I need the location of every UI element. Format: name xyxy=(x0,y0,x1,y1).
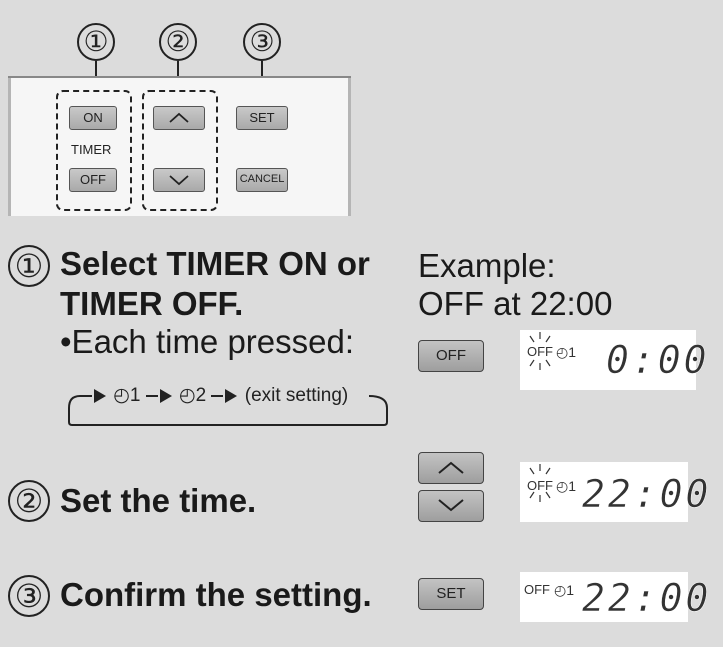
timer-group-highlight xyxy=(56,90,132,211)
cycle-timer-1: 1 xyxy=(129,385,141,406)
lcd-display-2: OFF ◴1 22:00 xyxy=(520,462,709,522)
remote-down-button[interactable] xyxy=(153,168,205,192)
clock-icon: ◴ xyxy=(113,385,130,406)
clock-icon: ◴ xyxy=(554,582,567,598)
callout-1: ① xyxy=(77,23,115,61)
clock-icon: ◴ xyxy=(556,344,569,360)
down-arrow-icon xyxy=(169,175,189,186)
lcd-timer-indicator: ◴1 xyxy=(556,344,577,360)
example-value: OFF at 22:00 xyxy=(418,285,613,322)
arrow-icon xyxy=(159,388,172,403)
step-1-title-line1: Select TIMER ON or xyxy=(60,245,370,282)
lcd-timer-indicator: ◴1 xyxy=(556,478,577,494)
step-1-bullet: •Each time pressed: xyxy=(60,323,355,360)
blink-icon xyxy=(529,332,551,370)
arrow-icon xyxy=(225,388,238,403)
cycle-sequence: ◴1 ◴2 (exit setting) xyxy=(80,384,348,407)
lcd-time: 0:00 xyxy=(606,338,710,383)
lcd-off-indicator: OFF xyxy=(524,582,550,597)
step-2-number: ② xyxy=(8,480,50,522)
remote-cancel-button[interactable]: CANCEL xyxy=(236,168,288,192)
cycle-bracket xyxy=(68,395,388,426)
up-arrow-icon xyxy=(438,461,464,474)
lcd-off-indicator: OFF xyxy=(527,344,553,359)
down-button[interactable] xyxy=(418,490,484,522)
remote-left-edge xyxy=(8,78,11,216)
cycle-exit-label: (exit setting) xyxy=(244,385,349,406)
arrow-icon xyxy=(94,388,106,403)
arrow-group-highlight xyxy=(142,90,218,211)
up-button[interactable] xyxy=(418,452,484,484)
remote-set-button[interactable]: SET xyxy=(236,106,288,130)
step-2-title: Set the time. xyxy=(60,482,257,519)
lcd-time: 22:00 xyxy=(582,576,712,621)
clock-icon: ◴ xyxy=(556,478,569,494)
remote-right-edge xyxy=(348,78,351,216)
callout-2-leader xyxy=(177,61,179,85)
callout-2: ② xyxy=(159,23,197,61)
clock-icon: ◴ xyxy=(179,385,196,406)
callout-3: ③ xyxy=(243,23,281,61)
remote-timer-label: TIMER xyxy=(71,142,112,157)
step-1-title-line2: TIMER OFF. xyxy=(60,285,244,322)
remote-up-button[interactable] xyxy=(153,106,205,130)
remote-off-button[interactable]: OFF xyxy=(69,168,117,192)
cycle-timer-2: 2 xyxy=(195,385,207,406)
lcd-display-3: OFF ◴1 22:00 xyxy=(520,572,709,622)
off-button[interactable]: OFF xyxy=(418,340,484,372)
remote-panel: ON TIMER OFF SET CANCEL xyxy=(8,76,351,216)
step-3-number: ③ xyxy=(8,575,50,617)
example-label: Example: xyxy=(418,247,556,284)
step-3-title: Confirm the setting. xyxy=(60,576,372,613)
down-arrow-icon xyxy=(438,499,464,512)
lcd-display-1: OFF ◴1 0:00 xyxy=(520,330,707,390)
blink-icon xyxy=(529,464,551,502)
callout-1-leader xyxy=(95,61,97,85)
remote-on-button[interactable]: ON xyxy=(69,106,117,130)
step-1-number: ① xyxy=(8,245,50,287)
lcd-off-indicator: OFF xyxy=(527,478,553,493)
set-button[interactable]: SET xyxy=(418,578,484,610)
lcd-timer-indicator: ◴1 xyxy=(554,582,575,598)
up-arrow-icon xyxy=(169,112,189,123)
lcd-time: 22:00 xyxy=(582,472,712,517)
